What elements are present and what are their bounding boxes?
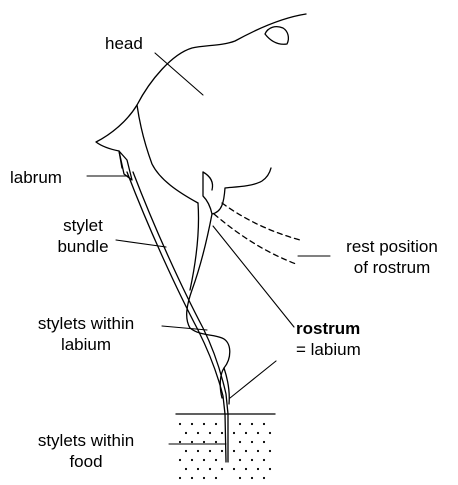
food-dot — [203, 423, 205, 425]
food-dot — [233, 468, 235, 470]
food-dot — [233, 432, 235, 434]
food-dot — [239, 477, 241, 479]
food-dot — [215, 459, 217, 461]
label-stylet-bundle: stylet bundle — [50, 215, 116, 257]
food-dot — [203, 441, 205, 443]
label-stylets-within-food-line2: food — [11, 451, 161, 472]
label-stylet-bundle-line2: bundle — [50, 236, 116, 257]
food-dot — [263, 423, 265, 425]
food-dot — [245, 432, 247, 434]
food-dot — [245, 468, 247, 470]
food-dot — [179, 459, 181, 461]
food-dot — [179, 477, 181, 479]
leader-head — [155, 53, 203, 95]
food-dot — [221, 450, 223, 452]
thorax-inner — [203, 172, 213, 190]
food-dot — [191, 477, 193, 479]
food-dot — [215, 423, 217, 425]
food-dot — [251, 459, 253, 461]
food-dot — [245, 450, 247, 452]
thorax-plate — [203, 168, 271, 214]
rest-position-dashed-lower — [214, 214, 296, 264]
food-dot — [215, 441, 217, 443]
food-dot — [185, 468, 187, 470]
label-labrum: labrum — [10, 167, 62, 188]
head-top-notch — [265, 27, 288, 45]
food-dot — [263, 441, 265, 443]
label-rest-position-line1: rest position — [330, 236, 454, 257]
food-dot — [197, 450, 199, 452]
food-dot — [185, 432, 187, 434]
label-stylets-within-labium: stylets within labium — [11, 313, 161, 355]
label-stylets-within-food-line1: stylets within — [11, 430, 161, 451]
rostrum-shape — [187, 214, 230, 398]
food-dot — [239, 459, 241, 461]
food-dot — [269, 468, 271, 470]
rostrum-back — [190, 203, 199, 290]
food-dot — [257, 450, 259, 452]
food-dot — [185, 450, 187, 452]
leader-stylet-bundle — [116, 240, 166, 247]
food-dot — [209, 450, 211, 452]
label-rostrum: rostrum = labium — [296, 318, 361, 360]
food-dot — [221, 432, 223, 434]
food-dot — [263, 477, 265, 479]
food-dot — [257, 468, 259, 470]
food-dot — [269, 450, 271, 452]
label-stylet-bundle-line1: stylet — [50, 215, 116, 236]
leader-stylets-within-labium — [162, 326, 207, 330]
food-dot — [233, 450, 235, 452]
food-dot — [251, 423, 253, 425]
food-dot — [197, 432, 199, 434]
label-head: head — [105, 33, 143, 54]
food-dot — [197, 468, 199, 470]
label-stylets-within-labium-line1: stylets within — [11, 313, 161, 334]
label-rest-position: rest position of rostrum — [330, 236, 454, 278]
food-dot — [203, 477, 205, 479]
label-rostrum-title: rostrum — [296, 318, 361, 339]
food-dot — [215, 477, 217, 479]
food-dot — [191, 459, 193, 461]
food-dot — [191, 441, 193, 443]
face-outline — [137, 105, 198, 203]
rest-position-dashed-upper — [222, 203, 300, 240]
food-dot — [221, 468, 223, 470]
food-dot — [257, 432, 259, 434]
label-stylets-within-labium-line2: labium — [11, 334, 161, 355]
leader-rostrum-lower — [230, 361, 276, 398]
food-dot — [239, 423, 241, 425]
food-dot — [209, 432, 211, 434]
food-dot — [209, 468, 211, 470]
food-dot — [263, 459, 265, 461]
food-dot — [269, 432, 271, 434]
label-rostrum-equals-labium: = labium — [296, 339, 361, 360]
food-dot — [191, 423, 193, 425]
food-dot — [239, 441, 241, 443]
food-dot — [251, 441, 253, 443]
food-dot — [179, 423, 181, 425]
food-dot — [203, 459, 205, 461]
food-dot — [251, 477, 253, 479]
label-rest-position-line2: of rostrum — [330, 257, 454, 278]
label-stylets-within-food: stylets within food — [11, 430, 161, 472]
food-dot — [179, 441, 181, 443]
leader-rostrum-upper — [213, 226, 294, 327]
